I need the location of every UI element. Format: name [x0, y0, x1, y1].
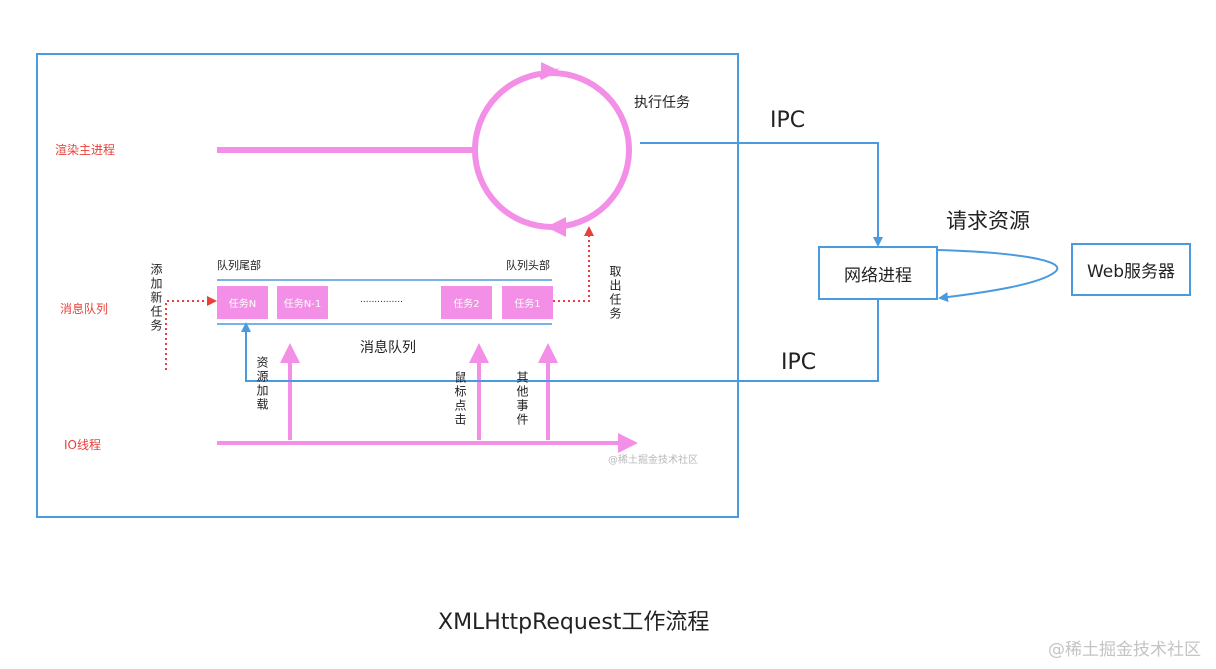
other-events-label: 其他事件 — [515, 371, 529, 427]
ipc-bottom-label: IPC — [781, 350, 817, 375]
caption: XMLHttpRequest工作流程 — [438, 610, 710, 635]
task-n: 任务N — [217, 286, 268, 319]
queue-tail-label: 队列尾部 — [217, 259, 261, 272]
request-resource-arrow — [936, 249, 1059, 303]
io-thread-label: IO线程 — [64, 438, 101, 452]
renderer-frame — [36, 53, 739, 518]
task-1: 任务1 — [502, 286, 553, 319]
take-task-arrow — [553, 226, 594, 302]
event-loop-circle — [472, 70, 632, 230]
resource-load-label: 资源加载 — [255, 356, 269, 412]
add-task-arrow — [165, 296, 217, 370]
request-resource-label: 请求资源 — [946, 209, 1030, 233]
take-task-label: 取出任务 — [608, 265, 622, 321]
loop-arrow-top-head — [541, 62, 560, 80]
task-n-1: 任务N-1 — [277, 286, 328, 319]
queue-ellipsis: ............... — [360, 295, 403, 305]
network-process-box: 网络进程 — [818, 246, 938, 300]
web-server-box: Web服务器 — [1071, 243, 1191, 296]
queue-head-label: 队列头部 — [506, 259, 550, 272]
message-queue-left-label: 消息队列 — [60, 302, 109, 316]
execute-task-label: 执行任务 — [634, 95, 690, 111]
inner-watermark: @稀土掘金技术社区 — [608, 455, 698, 466]
queue-title: 消息队列 — [360, 340, 416, 356]
ipc-request-arrow — [640, 142, 883, 247]
task-2: 任务2 — [441, 286, 492, 319]
mouse-click-label: 鼠标点击 — [453, 371, 467, 427]
ipc-response-arrow — [241, 300, 879, 382]
ipc-top-label: IPC — [770, 108, 806, 133]
add-task-label: 添加新任务 — [149, 263, 163, 333]
loop-arrow-bottom-head — [546, 217, 566, 237]
watermark: @稀土掘金技术社区 — [1048, 640, 1201, 660]
render-main-label: 渲染主进程 — [55, 143, 116, 157]
